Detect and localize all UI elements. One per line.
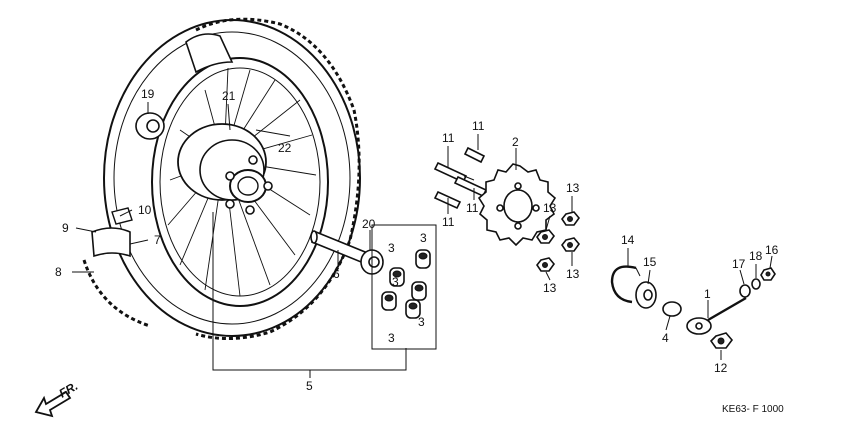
- leader-lines: [72, 102, 773, 378]
- callout-5: 5: [306, 379, 313, 393]
- nuts-13: [536, 211, 581, 272]
- callout-13: 13: [543, 201, 557, 215]
- adjuster-1: [686, 296, 747, 335]
- callout-6: 6: [333, 267, 340, 281]
- callout-19: 19: [141, 87, 155, 101]
- callout-15: 15: [643, 255, 657, 269]
- nut-12: [709, 332, 734, 349]
- callout-1: 1: [704, 287, 711, 301]
- snap-ring-14: [610, 265, 641, 304]
- callout-3: 3: [388, 331, 395, 345]
- dampers-3: [381, 249, 431, 319]
- callout-7: 7: [154, 233, 161, 247]
- callout-14: 14: [621, 233, 635, 247]
- washers-17-18-nut-16: [739, 267, 776, 298]
- front-direction-arrow: FR.: [34, 379, 80, 418]
- callout-2: 2: [512, 135, 519, 149]
- callout-13: 13: [566, 181, 580, 195]
- nut-4: [662, 301, 682, 317]
- callout-20: 20: [362, 217, 376, 231]
- callout-16: 16: [765, 243, 779, 257]
- callout-8: 8: [55, 265, 62, 279]
- callout-21: 21: [222, 89, 236, 103]
- callout-9: 9: [62, 221, 69, 235]
- callout-11: 11: [472, 119, 485, 133]
- wheel-assembly: [82, 17, 361, 341]
- figure-code: KE63- F 1000: [722, 404, 784, 415]
- callout-3: 3: [420, 231, 427, 245]
- bearing-19: [135, 112, 165, 140]
- callout-18: 18: [749, 249, 763, 263]
- bearing-15: [635, 281, 657, 309]
- callout-11: 11: [442, 215, 455, 229]
- arrow-icon: [34, 390, 72, 418]
- callout-labels: 1 2 3 3 3 3 3 4 5 6 7 8 9 10 11 11 11 11…: [55, 87, 779, 393]
- callout-3: 3: [392, 275, 399, 289]
- callout-17: 17: [732, 257, 746, 271]
- callout-3: 3: [418, 315, 425, 329]
- callout-11: 11: [442, 131, 455, 145]
- callout-13: 13: [566, 267, 580, 281]
- callout-3: 3: [388, 241, 395, 255]
- stud-bolts-11: [433, 146, 488, 210]
- callout-22: 22: [278, 141, 292, 155]
- callout-10: 10: [138, 203, 152, 217]
- callout-13: 13: [543, 281, 557, 295]
- callout-11: 11: [466, 201, 479, 215]
- callout-4: 4: [662, 331, 669, 345]
- damper-box: [371, 224, 437, 350]
- callout-12: 12: [714, 361, 728, 375]
- sprocket-2: [477, 163, 557, 247]
